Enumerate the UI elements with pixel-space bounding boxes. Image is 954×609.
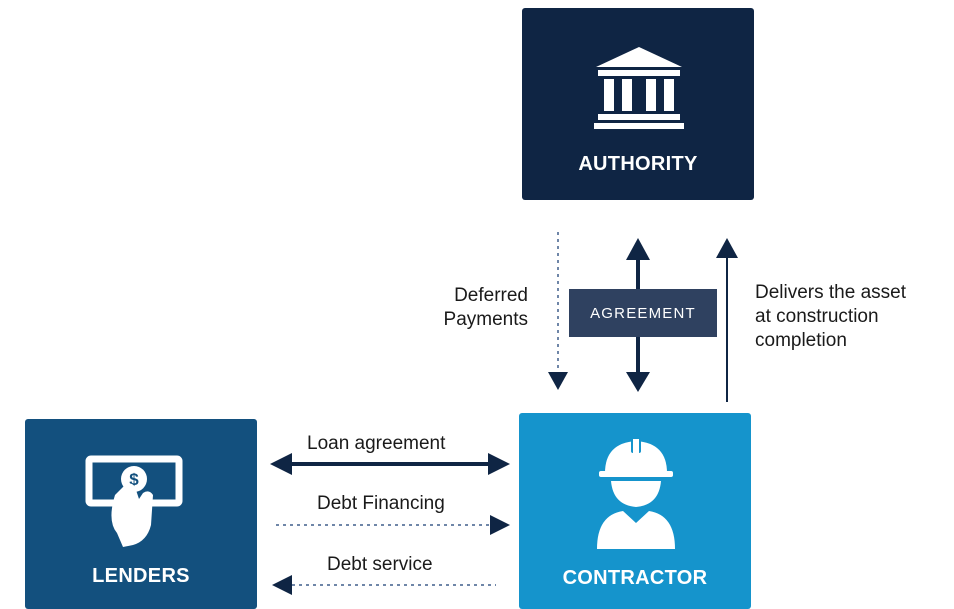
debt-financing-arrowhead — [490, 515, 510, 535]
deferred-payments-line-2: Payments — [443, 309, 528, 330]
authority-label: AUTHORITY — [578, 153, 698, 175]
svg-text:$: $ — [129, 470, 139, 489]
deferred-payments-arrowhead — [548, 372, 568, 390]
agreement-arrowhead-down — [626, 372, 650, 392]
contractor-label: CONTRACTOR — [562, 567, 708, 589]
authority-node: AUTHORITY — [522, 8, 754, 200]
hand-money-icon: $ — [85, 455, 183, 547]
debt-service-arrowhead — [272, 575, 292, 595]
deferred-payments-line-1: Deferred — [454, 285, 528, 306]
loan-agreement-label: Loan agreement — [307, 433, 446, 454]
delivers-asset-line-2: at construction — [755, 306, 879, 327]
delivers-asset-line-3: completion — [755, 330, 847, 351]
agreement-arrowhead-up — [626, 238, 650, 260]
delivers-asset-arrowhead — [716, 238, 738, 258]
building-icon — [594, 47, 684, 129]
deferred-payments-label: Deferred Payments — [430, 284, 528, 332]
loan-agreement-arrowhead-right — [488, 453, 510, 475]
loan-agreement-arrowhead-left — [270, 453, 292, 475]
agreement-label: AGREEMENT — [569, 289, 717, 337]
delivers-asset-line-1: Delivers the asset — [755, 282, 907, 303]
contractor-node: CONTRACTOR — [519, 413, 751, 609]
debt-financing-label: Debt Financing — [317, 493, 445, 514]
debt-service-label: Debt service — [327, 554, 433, 575]
worker-icon — [597, 437, 675, 549]
delivers-asset-label: Delivers the asset at construction compl… — [755, 281, 950, 353]
lenders-node: $ LENDERS — [25, 419, 257, 609]
lenders-label: LENDERS — [92, 565, 190, 587]
